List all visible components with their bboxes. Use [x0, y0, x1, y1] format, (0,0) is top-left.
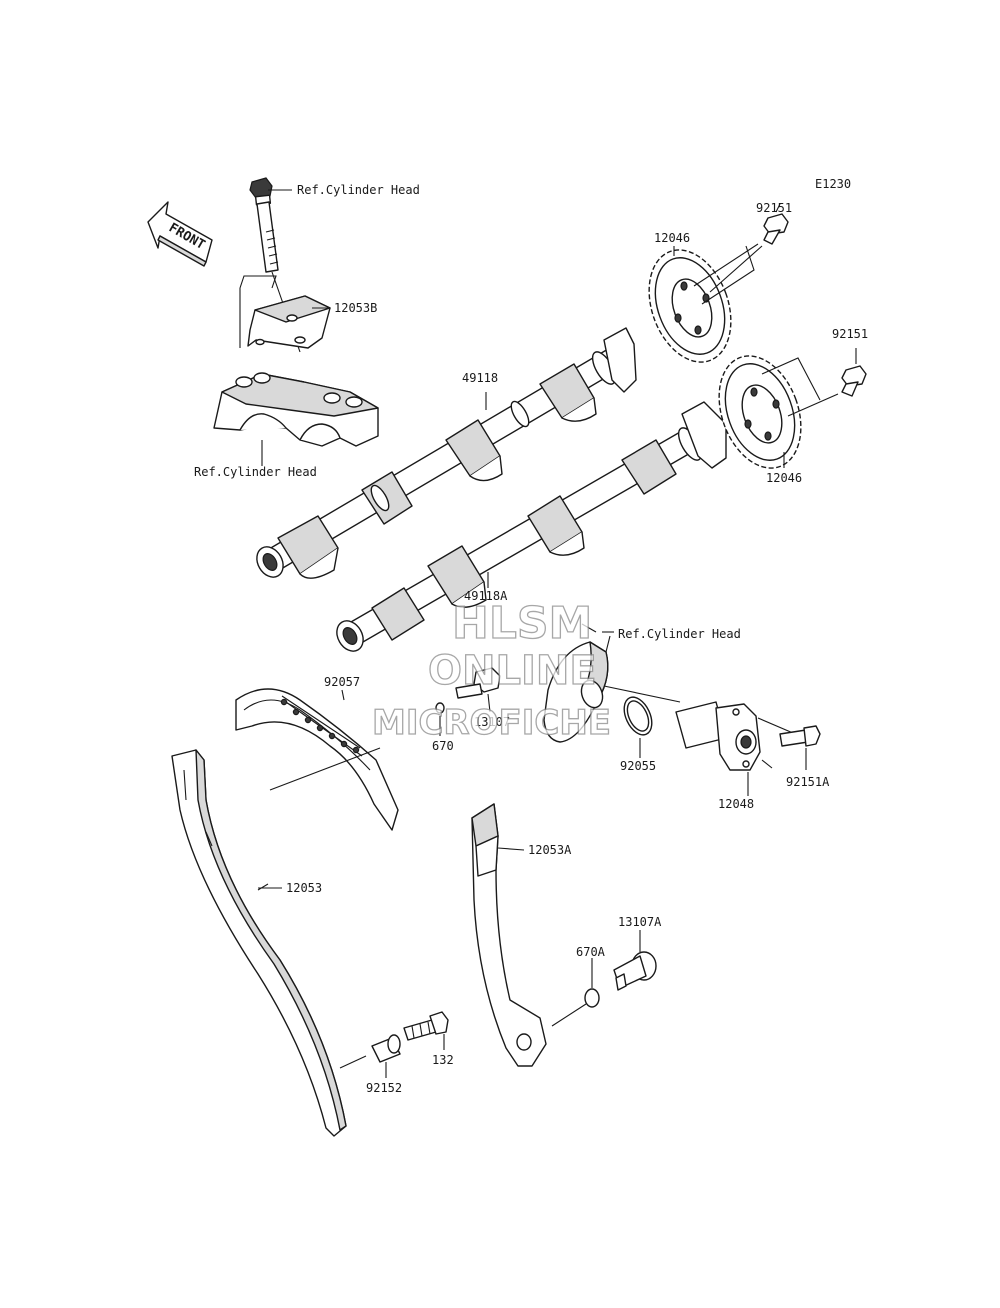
- label-92151-top: 92151: [756, 201, 792, 215]
- label-670: 670: [432, 739, 454, 753]
- watermark-line-1: HLSM: [452, 598, 592, 649]
- label-ref-cylinder-head-tensioner: Ref.Cylinder Head: [618, 627, 741, 641]
- watermark-line-2: ONLINE: [428, 648, 597, 694]
- front-arrow-icon: FRONT: [147, 201, 213, 267]
- chain-links: [280, 698, 360, 754]
- guide-bolt-13107A: [613, 930, 657, 991]
- cylinder-head-bolt: [249, 177, 301, 353]
- label-92055: 92055: [620, 759, 656, 773]
- o-ring-670: [435, 702, 445, 736]
- camshaft-49118: [256, 327, 637, 579]
- cam-chain-tensioner-12048: [675, 701, 801, 796]
- diagram-code: E1230: [815, 177, 851, 191]
- camshaft-cap-12053B: [239, 275, 331, 349]
- cam-chain-92057: [235, 688, 399, 831]
- watermark-line-3: MICROFICHE: [372, 703, 611, 743]
- label-12053B: 12053B: [334, 301, 377, 315]
- label-49118A: 49118A: [464, 589, 508, 603]
- label-92057: 92057: [324, 675, 360, 689]
- camshaft-sprocket-12046-top: [648, 246, 732, 363]
- label-670A: 670A: [576, 945, 606, 959]
- guide-bolt-132: [403, 1011, 449, 1050]
- label-12048: 12048: [718, 797, 754, 811]
- label-12046-top: 12046: [654, 231, 690, 245]
- guide-bolt-13107: [455, 667, 501, 713]
- leader-lines: [268, 189, 614, 633]
- label-49118: 49118: [462, 371, 498, 385]
- tensioner-bolt-92151A: [779, 725, 821, 770]
- label-92151-bottom: 92151: [832, 327, 868, 341]
- label-12046-bottom: 12046: [766, 471, 802, 485]
- label-132: 132: [432, 1053, 454, 1067]
- tensioner-housing: [543, 623, 681, 743]
- label-92152: 92152: [366, 1081, 402, 1095]
- collar-92152: [339, 1034, 401, 1078]
- watermark: HLSM ONLINE MICROFICHE: [371, 597, 611, 743]
- chain-guide-12053: [171, 749, 347, 1137]
- camshaft-sprocket-12046-bottom: [718, 355, 802, 469]
- sprocket-bolt-92151-bottom: [761, 348, 867, 417]
- label-13107A: 13107A: [618, 915, 662, 929]
- chain-guide-12053A: [471, 803, 547, 1067]
- tensioner-gasket-92055: [623, 696, 653, 758]
- label-ref-cylinder-head-holder: Ref.Cylinder Head: [194, 465, 317, 479]
- label-12053A: 12053A: [528, 843, 572, 857]
- camshaft-holder: [213, 372, 379, 466]
- label-ref-cylinder-head-bolt: Ref.Cylinder Head: [297, 183, 420, 197]
- camshaft-49118A: [336, 401, 727, 652]
- sprocket-bolt-92151-top: [693, 203, 789, 305]
- label-92151A: 92151A: [786, 775, 830, 789]
- o-ring-670A: [551, 958, 600, 1027]
- label-12053: 12053: [286, 881, 322, 895]
- label-13107: 13107: [474, 715, 510, 729]
